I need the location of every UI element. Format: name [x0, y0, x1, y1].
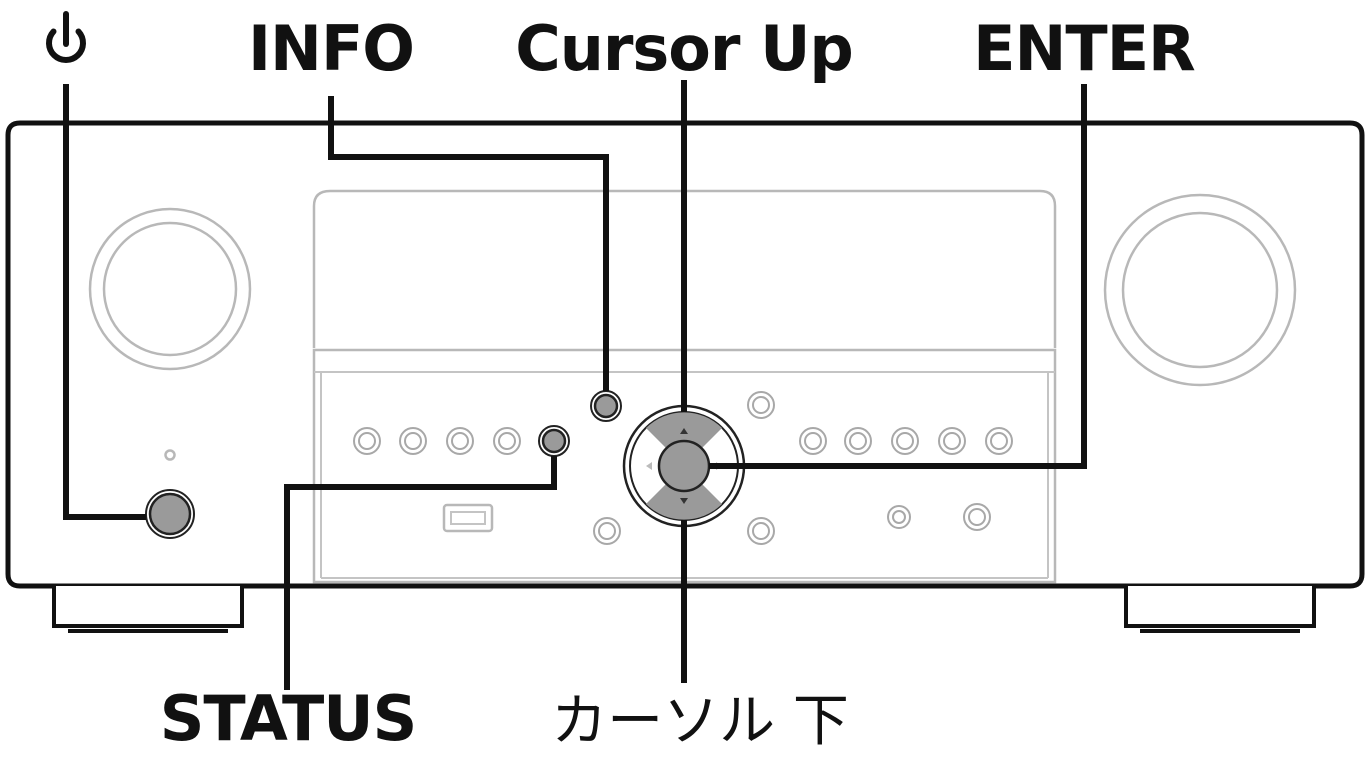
left-arrow-icon — [646, 462, 652, 470]
info-label: INFO — [248, 12, 414, 85]
enter-callout-line — [709, 84, 1087, 469]
up-arrow-icon — [680, 428, 688, 434]
right-foot — [1124, 586, 1316, 633]
down-arrow-icon — [680, 498, 688, 504]
cursor-up-label: Cursor Up — [515, 12, 853, 85]
info-button[interactable] — [590, 390, 622, 422]
cursor-down-segment[interactable] — [646, 466, 722, 520]
status-button[interactable] — [538, 425, 570, 457]
left-button-row — [353, 427, 521, 455]
standby-indicator — [164, 449, 176, 461]
power-icon — [46, 11, 86, 63]
left-foot — [52, 586, 244, 633]
usb-port — [442, 503, 494, 533]
power-callout-line — [63, 84, 146, 520]
input-selector-knob — [88, 207, 252, 371]
enter-button[interactable] — [657, 439, 711, 493]
headphone-jack — [887, 505, 911, 529]
status-label: STATUS — [160, 682, 417, 755]
right-button-row — [799, 427, 1013, 455]
enter-label: ENTER — [973, 12, 1195, 85]
cursor-up-segment[interactable] — [646, 412, 722, 466]
aux-buttons — [593, 391, 991, 545]
info-callout-line — [328, 96, 609, 391]
status-callout-line — [284, 456, 557, 690]
master-volume-knob — [1103, 193, 1297, 387]
callout-lines — [63, 80, 1087, 690]
power-button[interactable] — [145, 489, 195, 539]
cursor-down-label: カーソル 下 — [551, 689, 849, 754]
